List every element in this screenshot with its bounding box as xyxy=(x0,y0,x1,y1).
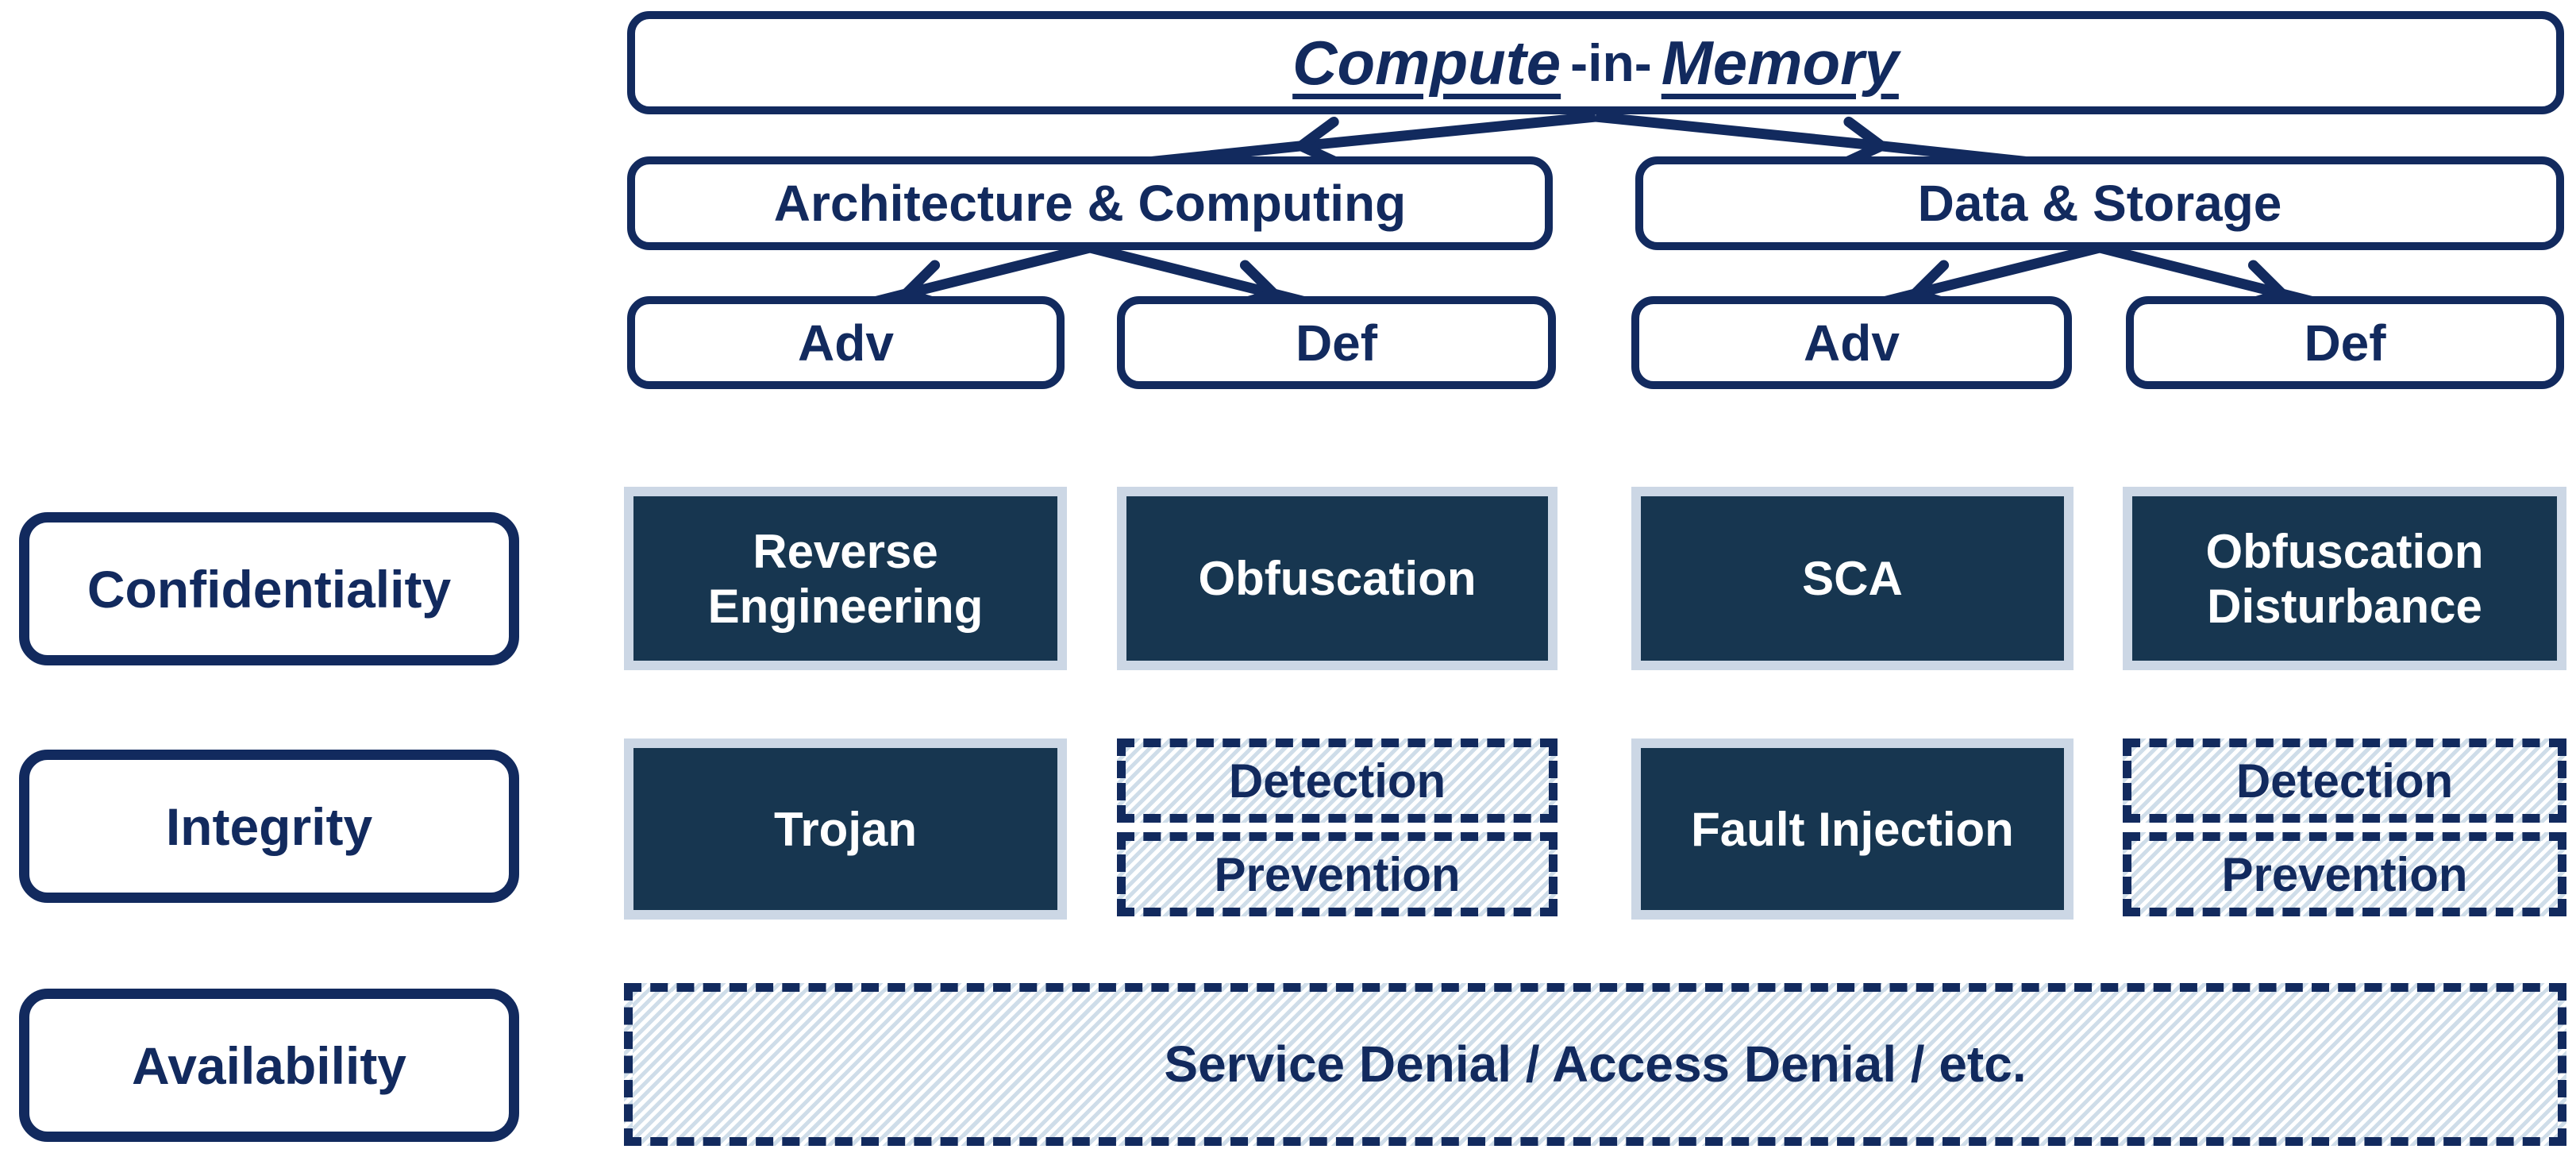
cell-text: Detection xyxy=(2235,754,2454,808)
cell-text: Obfuscation Disturbance xyxy=(2205,524,2484,633)
row-label-integrity: Integrity xyxy=(19,750,519,903)
row-label-text: Confidentiality xyxy=(87,559,452,619)
cell-text: Fault Injection xyxy=(1691,802,2014,856)
cell-text: Service Denial / Access Denial / etc. xyxy=(1164,1035,2027,1093)
cell-text: Prevention xyxy=(2221,847,2468,901)
cell-obfuscation-disturbance: Obfuscation Disturbance xyxy=(2123,487,2566,670)
row-label-confidentiality: Confidentiality xyxy=(19,512,519,665)
row-label-text: Availability xyxy=(131,1035,407,1095)
cell-text: Detection xyxy=(1228,754,1446,808)
branch-node-architecture-computing: Architecture & Computing xyxy=(627,156,1553,250)
root-title-word-in: -in- xyxy=(1570,33,1652,92)
root-title-word-compute: Compute xyxy=(1292,27,1561,98)
cell-service-denial: Service Denial / Access Denial / etc. xyxy=(624,983,2566,1146)
cell-detection-architecture: Detection xyxy=(1117,738,1558,823)
cell-prevention-architecture: Prevention xyxy=(1117,832,1558,916)
root-title-word-memory: Memory xyxy=(1661,27,1899,98)
cell-text: Obfuscation xyxy=(1198,552,1477,605)
leaf-node-architecture-def: Def xyxy=(1117,296,1556,389)
cell-prevention-data: Prevention xyxy=(2123,832,2566,916)
leaf-label: Def xyxy=(1295,314,1378,372)
leaf-label: Adv xyxy=(1804,314,1900,372)
leaf-node-architecture-adv: Adv xyxy=(627,296,1065,389)
cell-fault-injection: Fault Injection xyxy=(1631,738,2074,920)
branch-label: Data & Storage xyxy=(1917,175,2282,232)
cell-detection-data: Detection xyxy=(2123,738,2566,823)
cell-text: Reverse Engineering xyxy=(707,524,984,633)
branch-label: Architecture & Computing xyxy=(773,175,1407,232)
cell-text: SCA xyxy=(1802,552,1903,605)
leaf-node-data-adv: Adv xyxy=(1631,296,2072,389)
cell-trojan: Trojan xyxy=(624,738,1067,920)
leaf-node-data-def: Def xyxy=(2126,296,2564,389)
cell-text: Trojan xyxy=(773,802,918,856)
root-node-compute-in-memory: Compute -in- Memory xyxy=(627,11,2564,114)
cell-obfuscation: Obfuscation xyxy=(1117,487,1558,670)
cell-sca: SCA xyxy=(1631,487,2074,670)
cell-reverse-engineering: Reverse Engineering xyxy=(624,487,1067,670)
cell-text: Prevention xyxy=(1214,847,1461,901)
branch-node-data-storage: Data & Storage xyxy=(1635,156,2564,250)
row-label-availability: Availability xyxy=(19,989,519,1142)
row-label-text: Integrity xyxy=(165,796,373,856)
leaf-label: Adv xyxy=(798,314,894,372)
leaf-label: Def xyxy=(2304,314,2386,372)
